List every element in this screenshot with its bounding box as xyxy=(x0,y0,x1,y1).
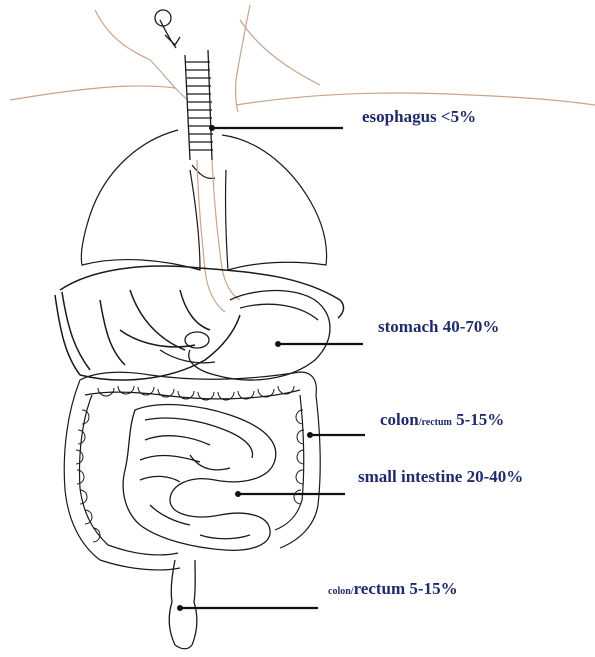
esophagus-label-text: esophagus <5% xyxy=(362,107,476,126)
stomach xyxy=(160,291,330,380)
stomach-label-text: stomach 40-70% xyxy=(378,317,499,336)
lungs xyxy=(81,130,326,270)
colon-rectum-label-lower: colon/rectum 5-15% xyxy=(328,580,458,597)
small-intestine-label: small intestine 20-40% xyxy=(358,468,523,485)
colon-lower-label-small: colon/ xyxy=(328,586,354,597)
colon-label-suffix: 5-15% xyxy=(452,410,504,429)
colon-label-small: /rectum xyxy=(419,417,452,428)
small-intestine xyxy=(123,405,276,551)
colon-lower-label-suffix: rectum 5-15% xyxy=(354,579,458,598)
stomach-label: stomach 40-70% xyxy=(378,318,499,335)
leader-lines xyxy=(180,128,365,608)
esophagus-label: esophagus <5% xyxy=(362,108,476,125)
colon-label-prefix: colon xyxy=(380,410,419,429)
colon-rectum-label-upper: colon/rectum 5-15% xyxy=(380,411,504,428)
small-intestine-label-text: small intestine 20-40% xyxy=(358,467,523,486)
head-neck-outline xyxy=(10,5,595,112)
rectum xyxy=(169,560,196,649)
trachea xyxy=(155,10,213,160)
colon xyxy=(64,372,320,570)
esophagus xyxy=(197,160,240,312)
